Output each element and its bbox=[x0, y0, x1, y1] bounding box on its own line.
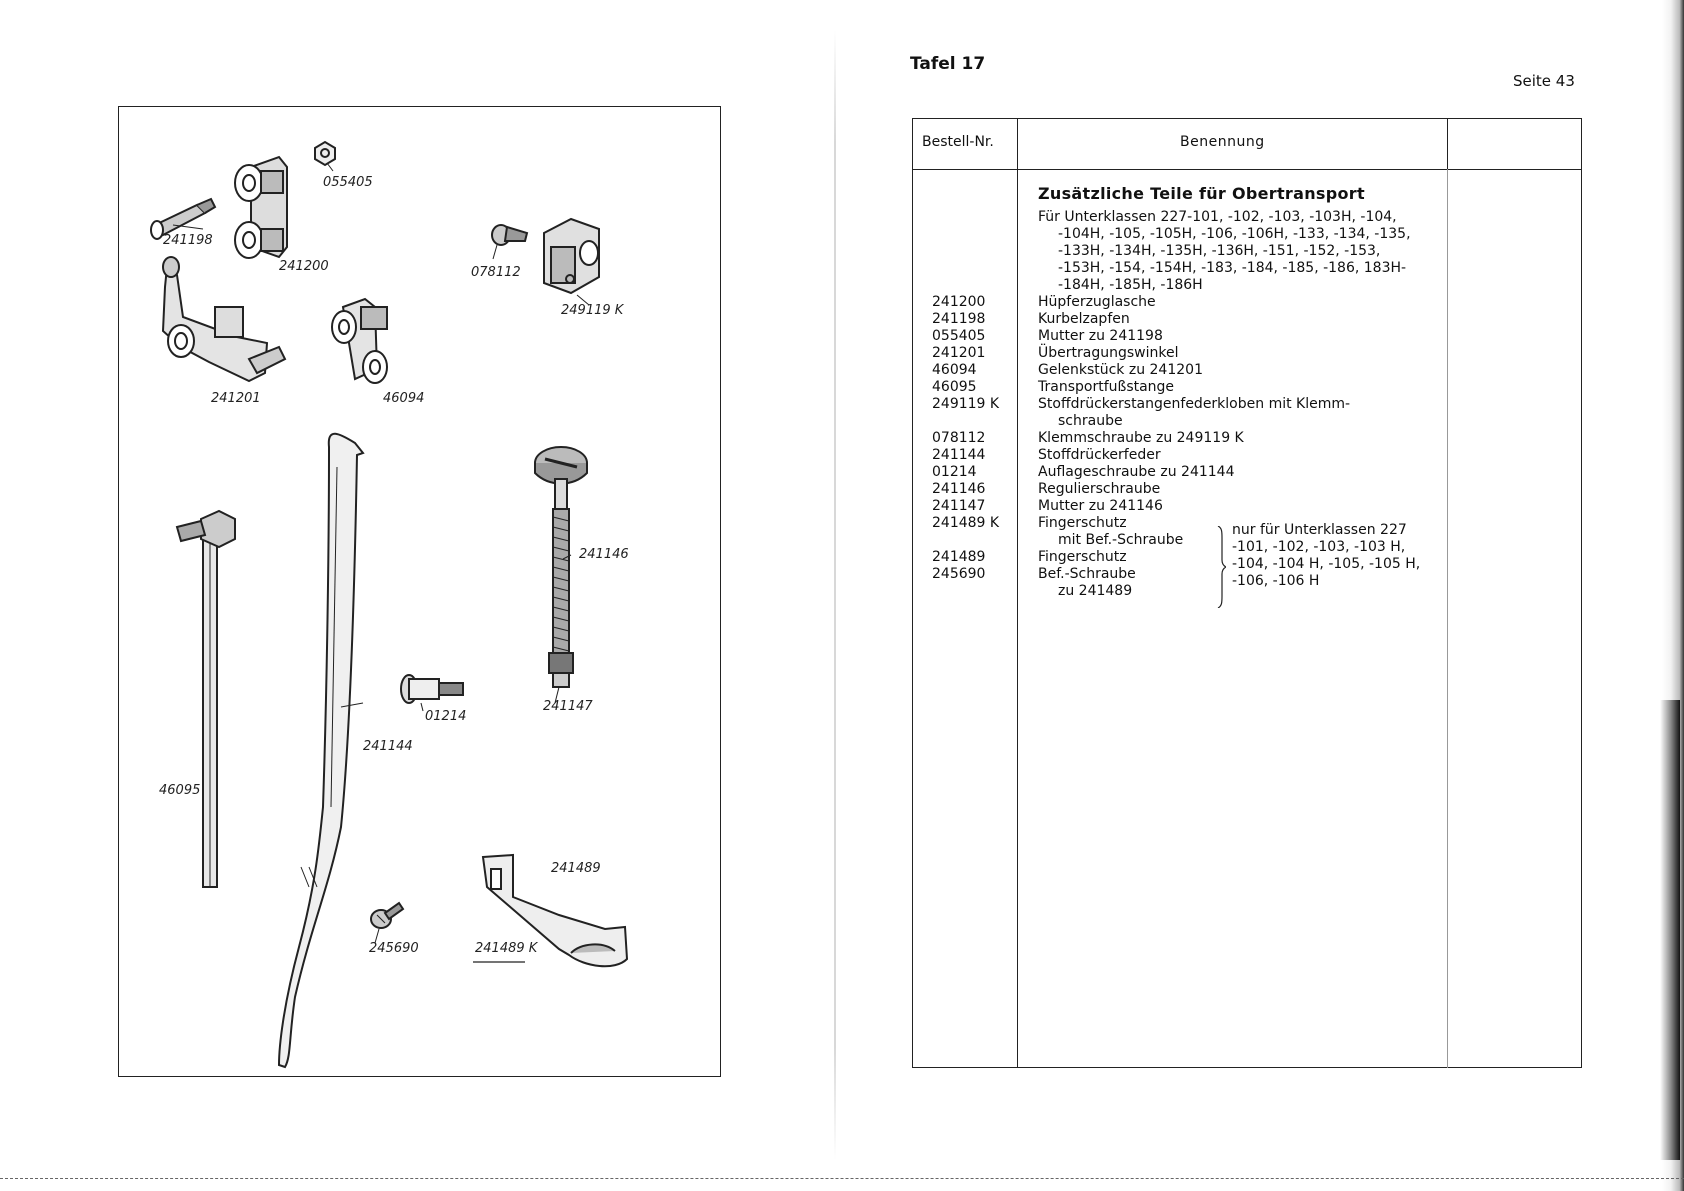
section-title: Zusätzliche Teile für Obertransport bbox=[1038, 184, 1365, 203]
order-number: 241146 bbox=[932, 481, 986, 497]
nut-055405 bbox=[314, 140, 336, 172]
table-column-divider bbox=[1017, 118, 1018, 1068]
part-name-continuation: mit Bef.-Schraube bbox=[1058, 532, 1184, 548]
order-number: 078112 bbox=[932, 430, 986, 446]
order-number: 249119 K bbox=[932, 396, 1000, 412]
part-name: Fingerschutz bbox=[1038, 515, 1127, 531]
screw-245690 bbox=[370, 901, 405, 944]
order-number: 241489 bbox=[932, 549, 986, 565]
column-header-designation: Benennung bbox=[1180, 134, 1265, 150]
part-label-078112: 078112 bbox=[471, 265, 521, 280]
part-name: Hüpferzuglasche bbox=[1038, 294, 1156, 310]
part-label-46094: 46094 bbox=[383, 391, 425, 406]
part-label-241198: 241198 bbox=[163, 233, 213, 248]
order-number: 241201 bbox=[932, 345, 986, 361]
order-number: 241200 bbox=[932, 294, 986, 310]
table-header-divider bbox=[912, 169, 1582, 170]
part-label-241146: 241146 bbox=[579, 547, 629, 562]
order-number: 241144 bbox=[932, 447, 986, 463]
order-number: 241489 K bbox=[932, 515, 1000, 531]
part-name: Stoffdrückerstangenfederkloben mit Klemm… bbox=[1038, 396, 1351, 412]
part-name: Übertragungswinkel bbox=[1038, 345, 1179, 361]
part-name: Auflageschraube zu 241144 bbox=[1038, 464, 1235, 480]
part-label-46095: 46095 bbox=[159, 783, 201, 798]
part-name: Klemmschraube zu 249119 K bbox=[1038, 430, 1244, 446]
designation-column: Hüpferzuglasche Kurbelzapfen Mutter zu 2… bbox=[1038, 294, 1350, 600]
part-label-241200: 241200 bbox=[279, 259, 329, 274]
applicability-text: Für Unterklassen 227-101, -102, -103, -1… bbox=[1038, 209, 1411, 294]
crank-pin-241198 bbox=[150, 197, 217, 240]
order-number: 245690 bbox=[932, 566, 986, 582]
parts-table bbox=[912, 118, 1582, 1068]
order-number: 055405 bbox=[932, 328, 986, 344]
screw-01214 bbox=[400, 674, 464, 712]
part-label-245690: 245690 bbox=[369, 941, 419, 956]
part-label-055405: 055405 bbox=[323, 175, 373, 190]
applicability-note: nur für Unterklassen 227 -101, -102, -10… bbox=[1232, 522, 1420, 590]
row-spacer bbox=[932, 532, 999, 549]
part-label-241489: 241489 bbox=[551, 861, 601, 876]
note-line: -104, -104 H, -105, -105 H, bbox=[1232, 556, 1421, 572]
part-name: Mutter zu 241146 bbox=[1038, 498, 1163, 514]
parts-illustration-plate: 055405 241198 241200 078112 249119 K 241… bbox=[118, 106, 721, 1077]
part-name: Gelenkstück zu 241201 bbox=[1038, 362, 1203, 378]
part-name: Regulierschraube bbox=[1038, 481, 1161, 497]
part-label-01214: 01214 bbox=[425, 709, 467, 724]
applicability-line: -133H, -134H, -135H, -136H, -151, -152, … bbox=[1058, 243, 1381, 259]
angle-241201 bbox=[161, 256, 287, 383]
applicability-line: -184H, -185H, -186H bbox=[1058, 277, 1203, 293]
order-number: 46094 bbox=[932, 362, 977, 378]
plate-number: Tafel 17 bbox=[910, 54, 986, 74]
joint-46094 bbox=[331, 297, 388, 384]
part-name: Kurbelzapfen bbox=[1038, 311, 1130, 327]
rod-46095 bbox=[175, 509, 236, 888]
part-name: Stoffdrückerfeder bbox=[1038, 447, 1161, 463]
applicability-line: -153H, -154, -154H, -183, -184, -185, -1… bbox=[1058, 260, 1407, 276]
page-spine bbox=[834, 30, 836, 1160]
part-name: Mutter zu 241198 bbox=[1038, 328, 1163, 344]
part-name: Transportfußstange bbox=[1038, 379, 1175, 395]
part-name-continuation: zu 241489 bbox=[1058, 583, 1133, 599]
part-label-241201: 241201 bbox=[211, 391, 261, 406]
adjusting-screw-241146 bbox=[534, 446, 588, 660]
order-number-column: 241200 241198 055405 241201 46094 46095 … bbox=[932, 294, 999, 583]
scan-bottom-edge bbox=[0, 1178, 1684, 1179]
order-number: 01214 bbox=[932, 464, 977, 480]
part-label-249119K: 249119 K bbox=[561, 303, 624, 318]
page-edge-dark bbox=[1660, 700, 1680, 1160]
table-column-divider-right bbox=[1447, 169, 1448, 1068]
row-spacer bbox=[932, 413, 999, 430]
clamp-249119K bbox=[543, 217, 600, 306]
column-header-order-number: Bestell-Nr. bbox=[922, 134, 994, 150]
part-name-continuation: schraube bbox=[1058, 413, 1123, 429]
table-header-column-divider bbox=[1447, 118, 1448, 170]
note-line: nur für Unterklassen 227 bbox=[1232, 522, 1407, 538]
part-label-241147: 241147 bbox=[543, 699, 593, 714]
order-number: 241147 bbox=[932, 498, 986, 514]
nut-241147 bbox=[548, 652, 574, 704]
parts-drawing bbox=[150, 140, 629, 1069]
part-label-241144: 241144 bbox=[363, 739, 413, 754]
spring-241144 bbox=[277, 432, 365, 1069]
part-name: Bef.-Schraube bbox=[1038, 566, 1136, 582]
applicability-line: -104H, -105, -105H, -106, -106H, -133, -… bbox=[1058, 226, 1411, 242]
grouping-brace bbox=[1217, 526, 1226, 608]
screw-078112 bbox=[491, 224, 529, 260]
note-line: -106, -106 H bbox=[1232, 573, 1320, 589]
applicability-line: Für Unterklassen 227-101, -102, -103, -1… bbox=[1038, 209, 1397, 225]
finger-guard-241489 bbox=[473, 853, 629, 968]
part-label-241489K: 241489 K bbox=[475, 941, 538, 956]
part-name: Fingerschutz bbox=[1038, 549, 1127, 565]
note-line: -101, -102, -103, -103 H, bbox=[1232, 539, 1406, 555]
order-number: 46095 bbox=[932, 379, 977, 395]
order-number: 241198 bbox=[932, 311, 986, 327]
link-241200 bbox=[234, 155, 288, 259]
page-number: Seite 43 bbox=[1513, 72, 1575, 90]
